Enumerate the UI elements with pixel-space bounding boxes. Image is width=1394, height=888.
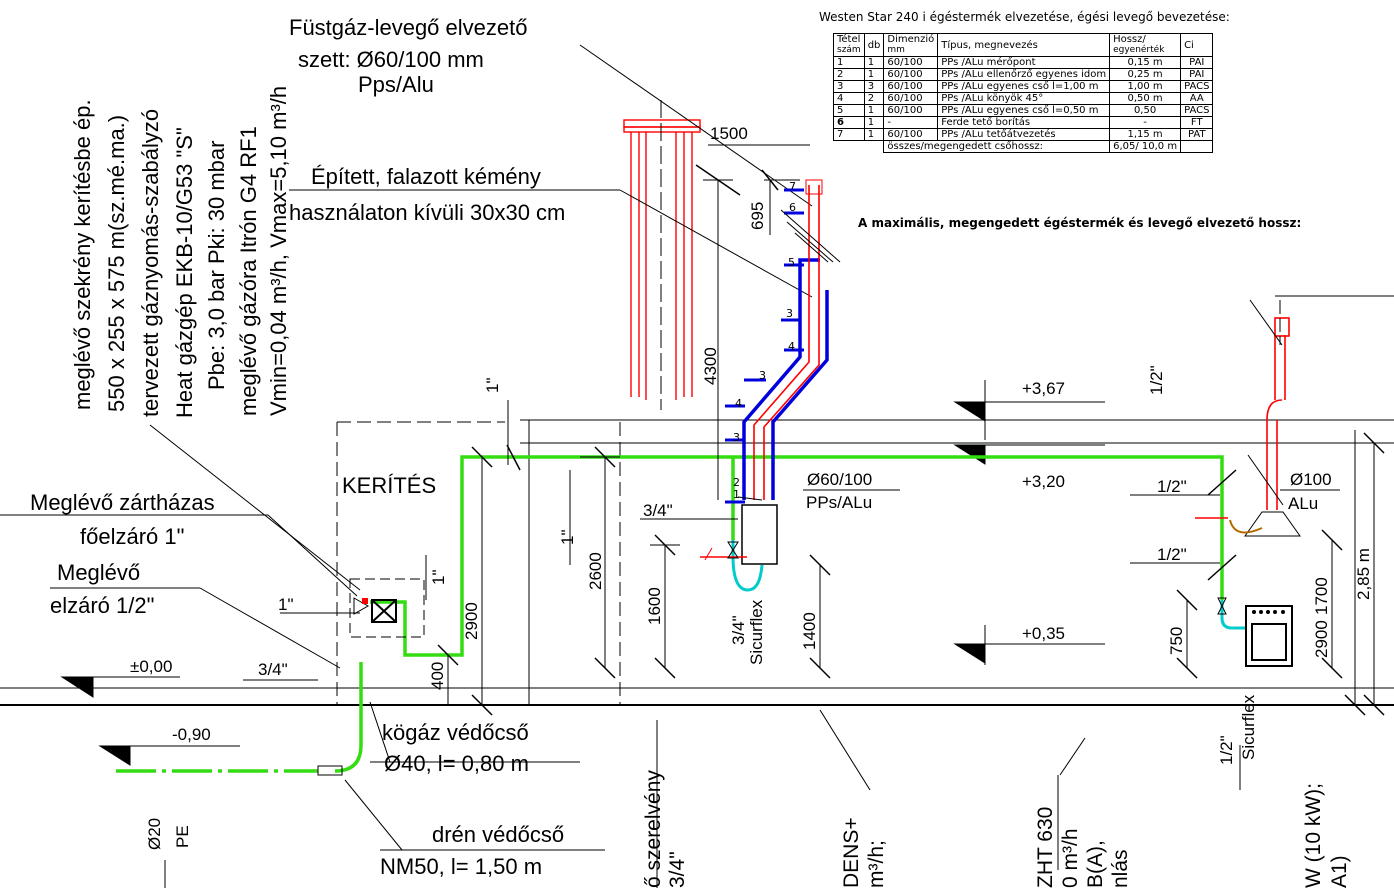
dimension-label: 750: [1167, 627, 1186, 655]
table-header-cell: Hossz/egyenérték: [1109, 33, 1182, 57]
flue-dim-label: PPs/ALu: [806, 493, 872, 512]
item-marker: 7: [789, 180, 796, 193]
bottom-text: W (10 kW);: [1302, 783, 1325, 888]
item-marker: 3: [786, 307, 793, 320]
dimension-label: 1700: [1312, 577, 1331, 615]
table-cell: [1180, 140, 1214, 153]
table-total-label: összes/megengedett csőhossz:: [883, 140, 1111, 153]
pipe-size-label: 1": [429, 570, 448, 586]
level-label: +0,35: [1022, 624, 1065, 643]
bottom-text: B(A),: [1084, 840, 1107, 888]
max-length-note: A maximális, megengedett égéstermék és l…: [858, 216, 1302, 230]
dimension-label: 1600: [645, 587, 664, 625]
table-cell: 7: [833, 128, 865, 141]
dimension-label: 2900: [1312, 620, 1331, 658]
fence-label: KERÍTÉS: [342, 473, 436, 498]
protective-pipe-label: Ø40, l= 0,80 m: [384, 751, 529, 776]
flue-set-label: Pps/Alu: [358, 72, 434, 97]
sicurflex-label: 3/4": [729, 615, 748, 645]
item-marker: 4: [788, 340, 795, 353]
table-header-cell: Ci: [1180, 33, 1214, 57]
main-shutoff-label: Meglévő zártházas: [30, 490, 215, 515]
regulator-description: Pbe: 3,0 bar Pki: 30 mbar: [204, 141, 229, 390]
dimension-label: 400: [428, 662, 447, 690]
bottom-text: m³/h;: [865, 840, 888, 888]
level-label: ±0,00: [130, 657, 172, 676]
table-total-row: összes/megengedett csőhossz:6,05/ 10,0 m: [834, 140, 1214, 153]
bottom-text: A1): [1328, 855, 1351, 888]
regulator-description: meglévő szekrény kerítésbe ép.: [70, 99, 95, 410]
chimney-label: Épített, falazott kémény: [311, 164, 541, 189]
pipe-size-label: 1": [483, 378, 502, 394]
sicurflex-label: 1/2": [1217, 735, 1236, 765]
item-marker: 2: [733, 476, 740, 489]
item-marker: 5: [788, 256, 795, 269]
flue-set-label: Füstgáz-levegő elvezető: [289, 15, 527, 40]
alu-dim-label: Ø100: [1290, 470, 1332, 489]
drain-pipe-label: NM50, l= 1,50 m: [380, 854, 542, 879]
pipe-size-label: 1/2": [1157, 477, 1187, 496]
bottom-text: 3/4": [666, 851, 689, 888]
dimension-label: 2600: [586, 552, 605, 590]
alu-dim-label: ALu: [1288, 494, 1318, 513]
bottom-text: ZHT 630: [1034, 807, 1057, 888]
regulator-description: 550 x 255 x 575 m(sz.mé.ma.): [104, 115, 129, 412]
level-label: +3,20: [1022, 472, 1065, 491]
pipe-size-label: 1": [278, 595, 294, 614]
bottom-text: DENS+: [840, 817, 863, 888]
pipe-size-label: 1/2": [1147, 365, 1166, 395]
pipe-size-label: 3/4": [643, 501, 673, 520]
table-header-cell: Típus, megnevezés: [937, 33, 1111, 57]
item-marker: 3: [759, 369, 766, 382]
pipe-size-label: 1/2": [1157, 545, 1187, 564]
dimension-label: 1500: [710, 124, 748, 143]
existing-valve-label: elzáró 1/2": [50, 593, 154, 618]
protective-pipe-label: kögáz védőcső: [382, 720, 529, 745]
regulator-description: Heat gázgép EKB-10/G53 "S": [172, 127, 197, 418]
existing-valve-label: Meglévő: [57, 560, 140, 585]
item-marker: 6: [789, 201, 796, 214]
pe-pipe-label: PE: [173, 825, 192, 848]
flue-set-label: szett: Ø60/100 mm: [298, 47, 484, 72]
pipe-size-label: 3/4": [258, 660, 288, 679]
flue-dim-label: Ø60/100: [807, 470, 872, 489]
drain-pipe-label: drén védőcső: [432, 822, 564, 847]
pe-pipe-label: Ø20: [145, 818, 164, 850]
bottom-text: 0 m³/h: [1059, 828, 1082, 888]
item-marker: 1: [733, 488, 740, 501]
main-shutoff-label: főelzáró 1": [80, 524, 184, 549]
level-label: -0,90: [172, 725, 211, 744]
chimney-label: használaton kívüli 30x30 cm: [289, 200, 565, 225]
bottom-text: ő szerelvény: [642, 770, 665, 888]
bottom-text: nlás: [1109, 849, 1132, 888]
table-title: Westen Star 240 i égéstermék elvezetése,…: [819, 10, 1230, 24]
dimension-label: 4300: [701, 347, 720, 385]
item-marker: 4: [735, 397, 742, 410]
dimension-label: 695: [748, 202, 767, 230]
regulator-description: Vmin=0,04 m³/h, Vmax=5,10 m³/h: [266, 86, 291, 416]
item-marker: 3: [733, 431, 740, 444]
dimension-label: 2900: [462, 602, 481, 640]
level-label: +3,67: [1022, 379, 1065, 398]
regulator-description: meglévő gázóra Itrón G4 RF1: [236, 126, 261, 416]
pipe-size-label: 1": [558, 530, 577, 546]
regulator-description: tervezett gáznyomás-szabályzó: [138, 109, 163, 417]
dimension-label: 2,85 m: [1354, 548, 1373, 600]
sicurflex-label: Sicurflex: [747, 599, 766, 665]
sicurflex-label: Sicurflex: [1239, 694, 1258, 760]
dimension-label: 1400: [800, 612, 819, 650]
